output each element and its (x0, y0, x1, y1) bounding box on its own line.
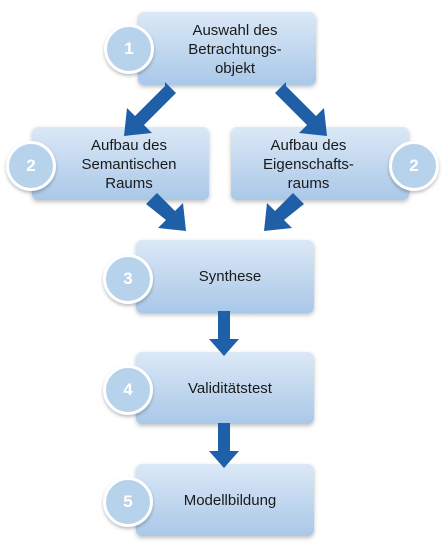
arrow-1-to-2b (275, 82, 327, 136)
step-2b-label: Aufbau des Eigenschafts- raums (263, 136, 354, 192)
step-4-label: Validitätstest (188, 379, 272, 397)
step-4-box (136, 352, 314, 424)
arrow-3-to-4 (209, 311, 239, 356)
step-2b-box (231, 127, 409, 200)
step-2b-badge: 2 (389, 141, 439, 191)
arrow-2a-to-3 (146, 193, 186, 231)
step-2a-badge: 2 (6, 141, 56, 191)
arrow-2b-to-3 (264, 193, 304, 231)
step-2a-box (32, 127, 209, 200)
step-4-badge: 4 (103, 365, 153, 415)
step-1-label: Auswahl des Betrachtungs- objekt (188, 21, 282, 77)
arrow-4-to-5 (209, 423, 239, 468)
step-2a-label: Aufbau des Semantischen Raums (81, 136, 177, 192)
step-5-label: Modellbildung (183, 491, 277, 509)
step-5-badge: 5 (103, 477, 153, 527)
step-3-badge: 3 (103, 254, 153, 304)
step-1-badge: 1 (104, 24, 154, 74)
step-5-box (136, 464, 314, 536)
step-3-label: Synthese (198, 268, 262, 285)
step-3-box (136, 240, 314, 313)
arrow-1-to-2a (124, 82, 176, 136)
step-1-box (138, 12, 316, 85)
